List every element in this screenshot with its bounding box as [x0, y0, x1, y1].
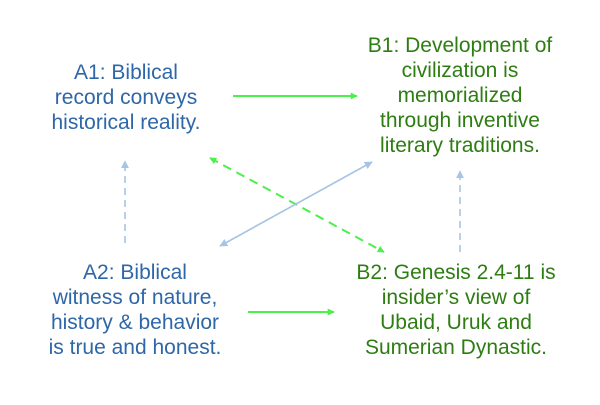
node-b1-line: literary traditions.: [380, 134, 540, 157]
node-b2-line: Ubaid, Uruk and: [380, 311, 532, 334]
node-a1-line: record conveys: [54, 86, 198, 109]
node-a1-line: A1: Biblical: [74, 61, 178, 84]
node-a1-line: historical reality.: [51, 111, 201, 134]
node-a2-line: history & behavior: [50, 311, 220, 334]
node-b1-line: B1: Development of: [367, 34, 553, 57]
node-a2: A2: Biblical witness of nature, history …: [20, 260, 250, 360]
node-b2: B2: Genesis 2.4-11 is insider’s view of …: [325, 260, 587, 360]
node-b2-line: Sumerian Dynastic.: [364, 336, 548, 359]
node-a2-line: witness of nature,: [52, 286, 218, 309]
node-a2-line: A2: Biblical: [83, 261, 187, 284]
node-b1-line: memorialized: [397, 84, 523, 107]
node-a2-line: is true and honest.: [48, 336, 222, 359]
node-a1: A1: Biblical record conveys historical r…: [26, 60, 226, 135]
node-b2-line: insider’s view of: [381, 286, 531, 309]
node-b1: B1: Development of civilization is memor…: [340, 33, 580, 158]
node-b1-line: through inventive: [380, 109, 540, 132]
node-b1-line: civilization is: [401, 59, 519, 82]
arrow-a2-b1: [219, 161, 373, 247]
node-b2-line: B2: Genesis 2.4-11 is: [356, 261, 556, 284]
